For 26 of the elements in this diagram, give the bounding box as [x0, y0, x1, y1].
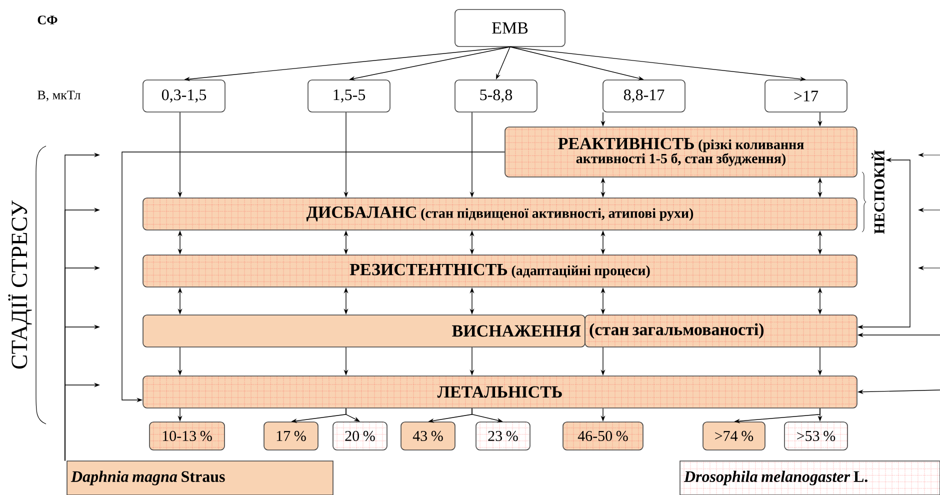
side-label: СТАДІЇ СТРЕСУ: [8, 200, 32, 369]
stage-box: РЕАКТИВНІСТЬ (різкі коливання активності 1-5 б, стан збудження): [504, 126, 858, 178]
side-label: НЕСПОКІЙ: [872, 150, 884, 234]
percent-box: 23 %: [476, 422, 530, 450]
percent-box: 17 %: [264, 422, 318, 450]
range-box: 5-8,8: [454, 80, 538, 112]
range-box: 0,3-1,5: [142, 80, 226, 112]
percent-box: 10-13 %: [149, 422, 225, 450]
stage-box: (стан загальмованості): [584, 314, 858, 348]
source-box: ЕМВ: [454, 9, 566, 47]
range-box: 1,5-5: [308, 80, 390, 112]
organism-banner: Daphnia magna Straus: [66, 460, 334, 495]
stage-box: ВИСНАЖЕННЯ: [142, 314, 586, 348]
range-box: 8,8-17: [602, 80, 686, 112]
stage-box: ДИСБАЛАНС (стан підвищеної активності, атипові рухи): [142, 198, 858, 230]
percent-box: >74 %: [702, 422, 766, 450]
percent-box: 46-50 %: [562, 422, 644, 450]
percent-box: 20 %: [332, 422, 388, 450]
percent-box: 43 %: [400, 422, 456, 450]
range-box: >17: [764, 80, 848, 112]
row-label: СФ: [38, 16, 58, 24]
row-label: В, мкТл: [38, 90, 80, 102]
stage-box: ЛЕТАЛЬНІСТЬ: [142, 376, 858, 408]
percent-box: >53 %: [784, 422, 848, 450]
organism-banner: Drosophila melanogaster L.: [680, 460, 940, 495]
stage-box: РЕЗИСТЕНТНІСТЬ (адаптаційні процеси): [142, 254, 858, 288]
